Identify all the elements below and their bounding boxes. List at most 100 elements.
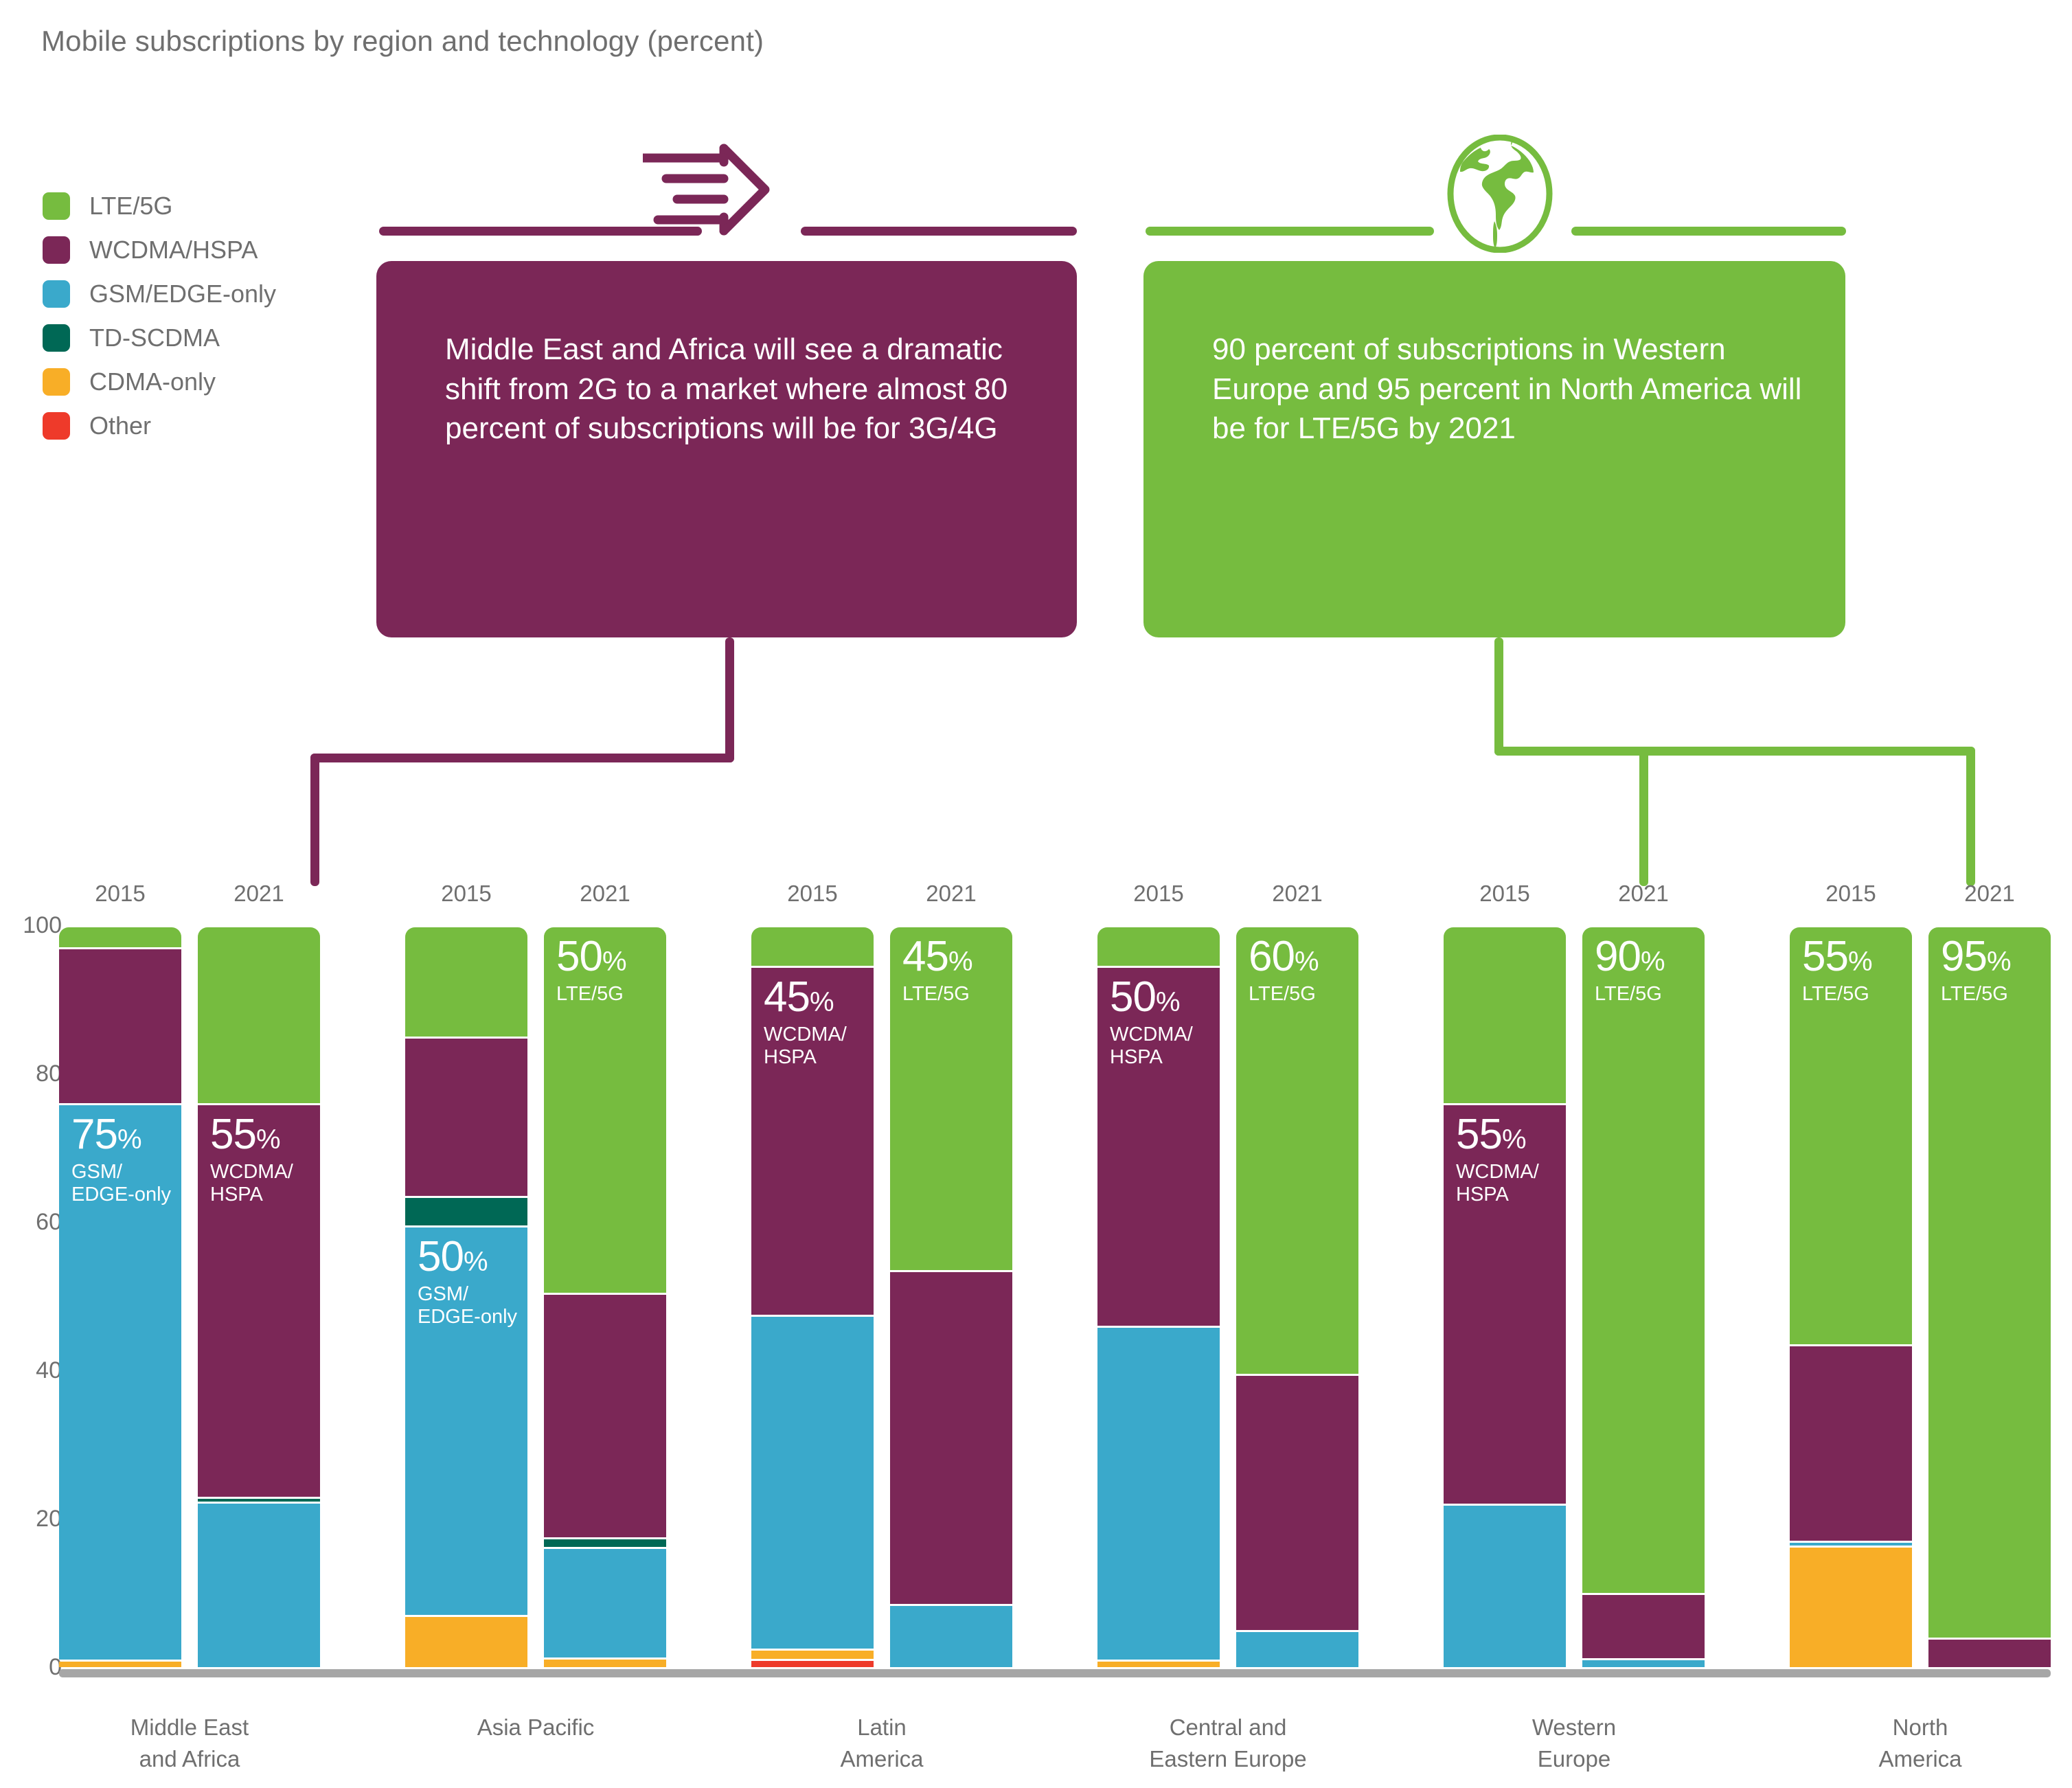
- bar-segment-wcdma-hspa: [1097, 968, 1220, 1326]
- bar-segment-other: [751, 1661, 874, 1667]
- bar-segment-wcdma-hspa: [1444, 1105, 1566, 1504]
- bar-segment-td-scdma: [198, 1498, 320, 1502]
- bar-segment-lte-5g: [1097, 927, 1220, 966]
- legend-item-other: Other: [43, 404, 276, 448]
- stacked-bar: [198, 927, 320, 1669]
- bar-segment-wcdma-hspa: [405, 1039, 527, 1197]
- year-label-latin-2021: 2021: [926, 881, 977, 906]
- stacked-bar: [1097, 927, 1220, 1669]
- legend-label-lte: LTE/5G: [89, 192, 173, 220]
- europe-na-connector-vertical-upper: [1494, 637, 1503, 756]
- globe-icon: [1445, 134, 1555, 253]
- stacked-bar: [1444, 927, 1566, 1669]
- stacked-bar: [59, 927, 181, 1669]
- bar-segment-cdma-only: [751, 1651, 874, 1660]
- legend-item-tdscdma: TD-SCDMA: [43, 316, 276, 360]
- legend-item-lte: LTE/5G: [43, 184, 276, 228]
- y-axis-tick-60: 60: [36, 1209, 62, 1235]
- mea-rule-left: [379, 227, 702, 236]
- page-title: Mobile subscriptions by region and techn…: [41, 25, 764, 57]
- legend-label-tdscdma: TD-SCDMA: [89, 324, 220, 352]
- legend-swatch-other: [43, 412, 70, 440]
- bar-segment-lte-5g: [1236, 927, 1358, 1374]
- year-label-middle-east-2015: 2015: [95, 881, 146, 906]
- year-label-middle-east-2021: 2021: [234, 881, 284, 906]
- year-label-western-2021: 2021: [1618, 881, 1669, 906]
- bar-segment-wcdma-hspa: [890, 1272, 1012, 1605]
- stacked-bar: [1928, 927, 2051, 1669]
- legend-label-cdma: CDMA-only: [89, 367, 216, 396]
- stacked-bar: [544, 927, 666, 1669]
- year-label-latin-2015: 2015: [787, 881, 838, 906]
- legend-label-other: Other: [89, 411, 152, 440]
- bar-segment-wcdma-hspa: [544, 1294, 666, 1537]
- bar-segment-gsm-edge-only: [544, 1549, 666, 1657]
- europe-na-connector-drop-we: [1639, 747, 1648, 886]
- bar-segment-td-scdma: [405, 1198, 527, 1226]
- bar-segment-cdma-only: [1097, 1662, 1220, 1667]
- stacked-bar: [751, 927, 874, 1669]
- legend-label-gsm: GSM/EDGE-only: [89, 280, 277, 308]
- bar-segment-wcdma-hspa: [1790, 1346, 1912, 1541]
- bar-segment-gsm-edge-only: [1444, 1506, 1566, 1667]
- bar-segment-wcdma-hspa: [1582, 1595, 1705, 1659]
- bar-segment-lte-5g: [198, 927, 320, 1104]
- bar-segment-gsm-edge-only: [751, 1317, 874, 1649]
- legend-swatch-gsm: [43, 280, 70, 308]
- bar-segment-gsm-edge-only: [890, 1606, 1012, 1667]
- legend-swatch-wcdma: [43, 236, 70, 264]
- bar-segment-cdma-only: [405, 1617, 527, 1667]
- bar-segment-gsm-edge-only: [198, 1504, 320, 1667]
- mea-connector-vertical-upper: [725, 637, 734, 762]
- bar-segment-lte-5g: [405, 927, 527, 1037]
- year-label-central-and-2021: 2021: [1272, 881, 1323, 906]
- europe-na-rule-right: [1571, 227, 1846, 236]
- year-label-asia-pacific-2015: 2015: [441, 881, 492, 906]
- year-label-north-2021: 2021: [1964, 881, 2015, 906]
- legend-swatch-tdscdma: [43, 324, 70, 352]
- bar-segment-lte-5g: [544, 927, 666, 1293]
- mea-callout-box: Middle East and Africa will see a dramat…: [376, 261, 1077, 637]
- europe-na-callout-box: 90 percent of subscriptions in Western E…: [1143, 261, 1845, 637]
- bar-segment-wcdma-hspa: [198, 1105, 320, 1497]
- bar-segment-wcdma-hspa: [751, 968, 874, 1315]
- bar-segment-cdma-only: [59, 1662, 181, 1667]
- bar-segment-gsm-edge-only: [1582, 1660, 1705, 1667]
- bar-segment-lte-5g: [1582, 927, 1705, 1593]
- stacked-bar: [405, 927, 527, 1669]
- year-label-asia-pacific-2021: 2021: [580, 881, 630, 906]
- legend-item-wcdma: WCDMA/HSPA: [43, 228, 276, 272]
- stacked-bar: [1790, 927, 1912, 1669]
- year-label-north-2015: 2015: [1825, 881, 1876, 906]
- region-label-asia-pacific: Asia Pacific: [477, 1715, 595, 1740]
- y-axis-tick-0: 0: [49, 1654, 62, 1680]
- arrow-right-icon: [638, 143, 794, 239]
- bar-segment-wcdma-hspa: [1928, 1639, 2051, 1667]
- year-label-western-2015: 2015: [1479, 881, 1530, 906]
- bar-segment-td-scdma: [544, 1539, 666, 1548]
- bar-segment-gsm-edge-only: [1790, 1543, 1912, 1546]
- legend-swatch-lte: [43, 192, 70, 220]
- europe-na-connector-horizontal: [1494, 747, 1975, 756]
- year-label-central-and-2015: 2015: [1133, 881, 1184, 906]
- europe-na-rule-left: [1146, 227, 1434, 236]
- mea-rule-right: [801, 227, 1077, 236]
- bar-segment-lte-5g: [1790, 927, 1912, 1345]
- bar-segment-gsm-edge-only: [59, 1105, 181, 1660]
- mea-callout-text: Middle East and Africa will see a dramat…: [445, 332, 1008, 446]
- europe-na-connector-drop-na: [1966, 747, 1975, 886]
- bar-segment-wcdma-hspa: [1236, 1376, 1358, 1630]
- y-axis-tick-80: 80: [36, 1061, 62, 1087]
- bar-segment-lte-5g: [59, 927, 181, 948]
- bar-segment-wcdma-hspa: [59, 949, 181, 1104]
- y-axis-tick-40: 40: [36, 1357, 62, 1383]
- stacked-bar: [1236, 927, 1358, 1669]
- bar-segment-lte-5g: [751, 927, 874, 966]
- stacked-bar: [890, 927, 1012, 1669]
